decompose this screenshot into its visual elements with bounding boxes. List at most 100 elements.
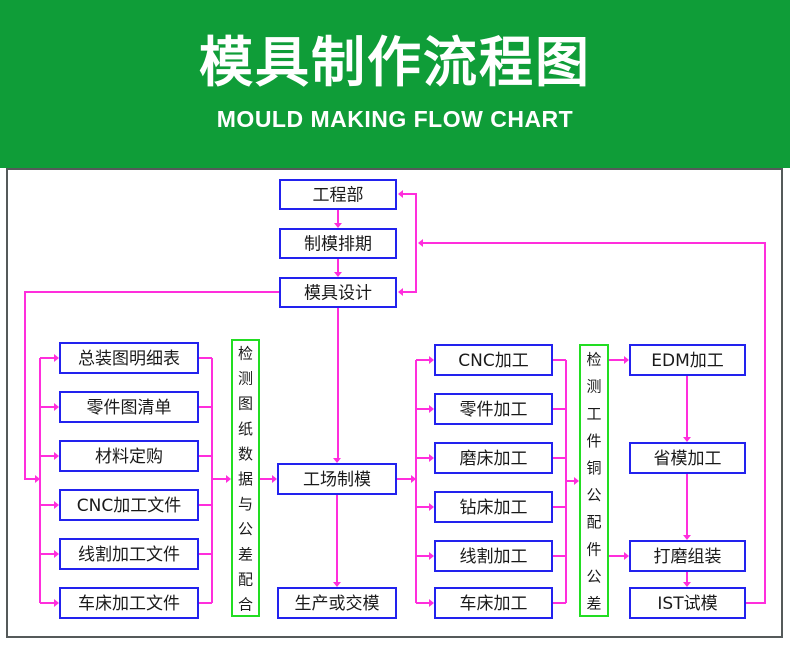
node-label-mould-design: 模具设计 bbox=[304, 284, 372, 304]
connector-ist-feedback bbox=[419, 242, 766, 604]
node-box-assembly-drawing-list bbox=[59, 342, 199, 374]
arrowhead-arrow-left-check-out bbox=[272, 475, 277, 483]
node-box-engineering bbox=[279, 179, 397, 210]
arrowhead-arrow-grind-down bbox=[683, 535, 691, 540]
node-mould-schedule[interactable]: 制模排期 bbox=[279, 228, 397, 259]
node-wirecut-machining[interactable]: 线割加工 bbox=[434, 540, 553, 572]
arrowhead-arrow-left-6 bbox=[54, 599, 59, 607]
node-box-edm-machining bbox=[629, 344, 746, 376]
node-label-grinder-machining: 磨床加工 bbox=[460, 449, 528, 469]
node-produce-or-deliver[interactable]: 生产或交模 bbox=[277, 587, 397, 619]
node-box-workshop-mould-making bbox=[277, 463, 397, 495]
arrowhead-arrow-left-check-in bbox=[226, 475, 231, 483]
node-grinder-machining[interactable]: 磨床加工 bbox=[434, 442, 553, 474]
node-polish-machining[interactable]: 省模加工 bbox=[629, 442, 746, 474]
node-box-check-drawing-data bbox=[231, 339, 260, 617]
page-subtitle: MOULD MAKING FLOW CHART bbox=[216, 105, 574, 132]
node-mould-design[interactable]: 模具设计 bbox=[279, 277, 397, 308]
node-edm-machining[interactable]: EDM加工 bbox=[629, 344, 746, 376]
node-label-cnc-file: CNC加工文件 bbox=[77, 496, 181, 516]
arrowhead-arrow-feedback-schedule bbox=[418, 239, 423, 247]
connector-feedback-into-engineering bbox=[399, 193, 417, 243]
connector-workshop-to-machining-bus bbox=[396, 360, 417, 480]
node-drill-machining[interactable]: 钻床加工 bbox=[434, 491, 553, 523]
node-label-char-check-workpiece-tolerance-3: 件 bbox=[586, 432, 601, 450]
node-label-material-order: 材料定购 bbox=[95, 447, 163, 467]
connector-design-left-branch bbox=[24, 291, 280, 480]
node-label-workshop-mould-making: 工场制模 bbox=[303, 470, 371, 490]
node-label-polish-machining: 省模加工 bbox=[654, 449, 722, 469]
arrowhead-arrow-mach-5 bbox=[429, 552, 434, 560]
arrowhead-arrow-grind bbox=[624, 552, 629, 560]
page-header: 模具制作流程图 MOULD MAKING FLOW CHART bbox=[0, 0, 790, 168]
node-label-char-check-drawing-data-4: 数 bbox=[238, 445, 253, 463]
node-label-char-check-workpiece-tolerance-8: 公 bbox=[586, 567, 601, 585]
node-label-produce-or-deliver: 生产或交模 bbox=[295, 594, 380, 614]
node-label-drill-machining: 钻床加工 bbox=[460, 498, 528, 518]
node-box-cnc-machining bbox=[434, 344, 553, 376]
arrowhead-arrow-left-5 bbox=[54, 550, 59, 558]
node-box-part-machining bbox=[434, 393, 553, 425]
node-part-drawing-list[interactable]: 零件图清单 bbox=[59, 391, 199, 423]
node-label-char-check-drawing-data-6: 与 bbox=[238, 495, 253, 513]
node-label-edm-machining: EDM加工 bbox=[651, 351, 724, 371]
node-label-char-check-drawing-data-2: 图 bbox=[238, 395, 253, 413]
node-label-lathe-machining: 车床加工 bbox=[460, 594, 528, 614]
arrowhead-arrow-left-2 bbox=[54, 403, 59, 411]
arrowhead-arrow-left-3 bbox=[54, 452, 59, 460]
node-label-char-check-drawing-data-1: 测 bbox=[238, 370, 253, 388]
node-cnc-file[interactable]: CNC加工文件 bbox=[59, 489, 199, 521]
node-label-char-check-workpiece-tolerance-1: 测 bbox=[586, 378, 601, 396]
node-label-char-check-drawing-data-9: 配 bbox=[238, 570, 253, 588]
node-label-lathe-file: 车床加工文件 bbox=[78, 594, 180, 614]
node-label-char-check-workpiece-tolerance-0: 检 bbox=[586, 351, 601, 369]
arrowhead-arrow-edm bbox=[624, 356, 629, 364]
node-label-char-check-drawing-data-7: 公 bbox=[238, 520, 253, 538]
node-box-check-workpiece-tolerance bbox=[579, 344, 609, 617]
node-label-wirecut-machining: 线割加工 bbox=[460, 547, 528, 567]
node-material-order[interactable]: 材料定购 bbox=[59, 440, 199, 472]
node-label-char-check-workpiece-tolerance-6: 配 bbox=[586, 513, 601, 531]
arrowhead-arrow-left-1 bbox=[54, 354, 59, 362]
node-lathe-machining[interactable]: 车床加工 bbox=[434, 587, 553, 619]
node-box-material-order bbox=[59, 440, 199, 472]
node-box-mould-design bbox=[279, 277, 397, 308]
node-box-wirecut-file bbox=[59, 538, 199, 570]
node-label-part-machining: 零件加工 bbox=[460, 400, 528, 420]
node-box-part-drawing-list bbox=[59, 391, 199, 423]
arrowhead-arrow-produce bbox=[333, 582, 341, 587]
node-wirecut-file[interactable]: 线割加工文件 bbox=[59, 538, 199, 570]
arrowhead-arrow-ist bbox=[683, 582, 691, 587]
node-box-cnc-file bbox=[59, 489, 199, 521]
node-ist-trial-mould[interactable]: IST试模 bbox=[629, 587, 746, 619]
arrowhead-arrow-mach-6 bbox=[429, 599, 434, 607]
arrowhead-arrow-left-4 bbox=[54, 501, 59, 509]
node-box-wirecut-machining bbox=[434, 540, 553, 572]
node-box-lathe-machining bbox=[434, 587, 553, 619]
node-label-char-check-workpiece-tolerance-2: 工 bbox=[586, 405, 601, 423]
arrowhead-arrow-mach-1 bbox=[429, 356, 434, 364]
arrowhead-arrow-design bbox=[334, 272, 342, 277]
node-box-lathe-file bbox=[59, 587, 199, 619]
node-workshop-mould-making[interactable]: 工场制模 bbox=[277, 463, 397, 495]
node-lathe-file[interactable]: 车床加工文件 bbox=[59, 587, 199, 619]
arrowhead-arrow-feedback-design bbox=[398, 288, 403, 296]
node-box-grinder-machining bbox=[434, 442, 553, 474]
node-label-part-drawing-list: 零件图清单 bbox=[87, 398, 172, 418]
node-part-machining[interactable]: 零件加工 bbox=[434, 393, 553, 425]
node-label-char-check-drawing-data-10: 合 bbox=[238, 595, 253, 613]
node-label-char-check-workpiece-tolerance-4: 铜 bbox=[586, 459, 601, 477]
connector-feedback-into-design bbox=[399, 243, 417, 293]
node-label-wirecut-file: 线割加工文件 bbox=[78, 545, 180, 565]
node-grind-assembly[interactable]: 打磨组装 bbox=[629, 540, 746, 572]
node-label-char-check-drawing-data-5: 据 bbox=[238, 470, 253, 488]
node-engineering[interactable]: 工程部 bbox=[279, 179, 397, 210]
node-assembly-drawing-list[interactable]: 总装图明细表 bbox=[59, 342, 199, 374]
arrowhead-arrow-mach-4 bbox=[429, 503, 434, 511]
node-label-ist-trial-mould: IST试模 bbox=[657, 594, 717, 614]
node-cnc-machining[interactable]: CNC加工 bbox=[434, 344, 553, 376]
